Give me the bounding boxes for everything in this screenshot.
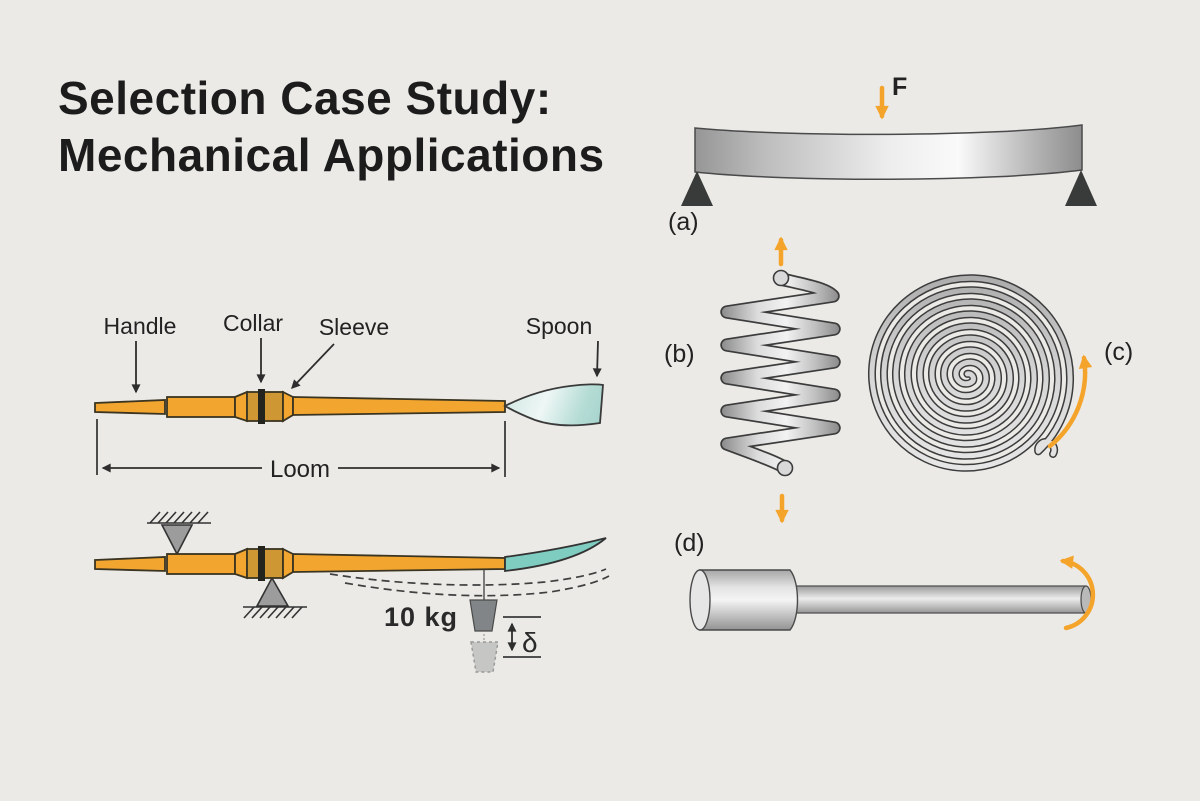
oar-collar xyxy=(258,389,265,424)
sleeve-pointer-arrow xyxy=(291,343,335,389)
oar2-collar xyxy=(258,546,265,581)
oar2-shaft xyxy=(292,553,506,573)
weight-ghost xyxy=(470,641,499,673)
label-b: (b) xyxy=(664,340,695,368)
oar2-sleeve-bevel-right xyxy=(282,547,294,580)
support-bottom-triangle xyxy=(255,576,290,607)
label-a: (a) xyxy=(668,208,699,236)
support-bottom xyxy=(243,576,307,619)
loom-label: Loom xyxy=(270,456,330,483)
beam-support-left xyxy=(681,171,713,206)
spiral-arrow xyxy=(1047,354,1093,449)
page-title-line1: Selection Case Study: xyxy=(58,72,552,124)
label-d: (d) xyxy=(674,529,705,557)
deflection-diagram: 10 kg δ xyxy=(94,511,610,673)
spring-coil xyxy=(722,274,839,472)
oar-sleeve-bevel-left xyxy=(234,390,248,423)
force-label: F xyxy=(892,73,907,101)
weight-label: 10 kg xyxy=(384,602,458,632)
beam-support-right xyxy=(1065,170,1097,206)
torsion-arrow xyxy=(1059,555,1096,631)
oar-sleeve-bevel-right xyxy=(282,390,294,423)
collar-label: Collar xyxy=(223,310,283,336)
beam xyxy=(694,124,1083,180)
oar-diagram: Handle Collar Sleeve Spoon Loom xyxy=(94,310,604,483)
oar-shaft xyxy=(292,396,506,416)
weight xyxy=(469,599,498,632)
loom-dimension: Loom xyxy=(96,419,506,483)
page-title: Selection Case Study: Mechanical Applica… xyxy=(58,70,605,184)
oar-spoon xyxy=(503,383,604,427)
spiral-coil xyxy=(869,275,1073,471)
deflected-spoon xyxy=(504,537,607,573)
sleeve-label: Sleeve xyxy=(319,314,389,340)
support-top xyxy=(147,511,211,556)
helical-spring: (b) xyxy=(664,236,841,524)
oar-handle-section xyxy=(166,396,236,418)
handle-label: Handle xyxy=(104,313,177,339)
oar2-handle-section xyxy=(166,553,236,575)
spoon-label: Spoon xyxy=(526,313,593,339)
torsion-cylinder xyxy=(699,569,799,631)
torsion-cylinder-face xyxy=(689,569,711,631)
spoon-pointer-arrow xyxy=(592,340,602,378)
delta-label: δ xyxy=(522,627,538,658)
torsion-rod xyxy=(795,585,1087,614)
label-c: (c) xyxy=(1104,338,1133,366)
oar2-handle xyxy=(94,556,166,572)
support-top-triangle xyxy=(160,524,194,556)
oar2-sleeve-bevel-left xyxy=(234,547,248,580)
spring-end-bottom xyxy=(776,459,794,477)
oar-handle xyxy=(94,399,166,415)
deflection-dashed-line2 xyxy=(344,575,610,597)
page-title-line2: Mechanical Applications xyxy=(58,129,605,182)
deflection-dashed-line xyxy=(329,568,607,586)
spiral-spring: (c) xyxy=(867,274,1133,472)
beam-diagram: F (a) xyxy=(668,73,1097,236)
torsion-bar: (d) xyxy=(674,529,1096,631)
spring-end-top xyxy=(772,269,790,287)
